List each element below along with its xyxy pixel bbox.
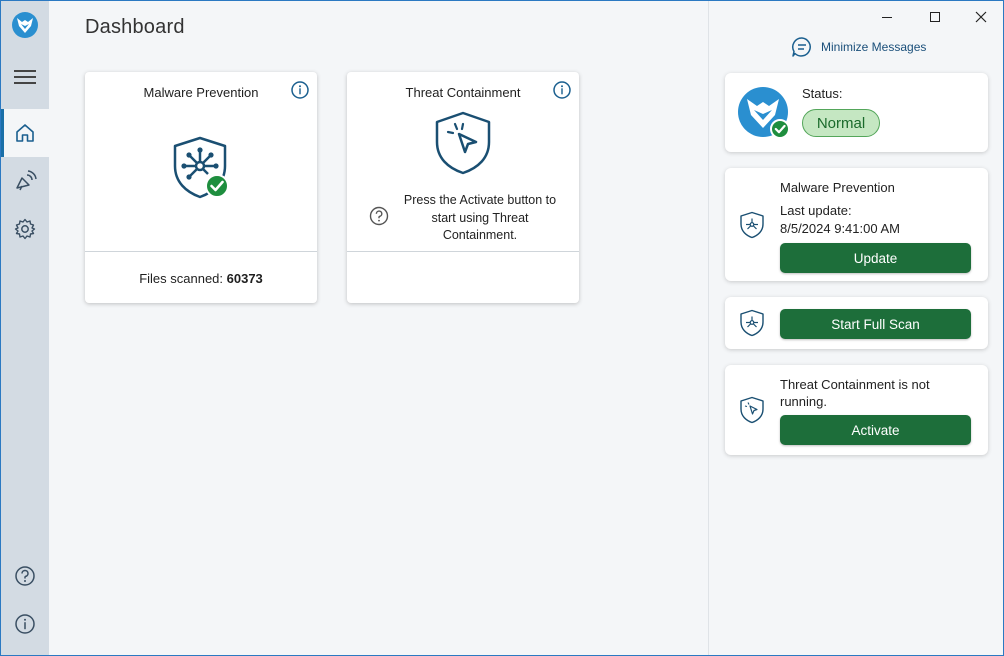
hamburger-icon — [14, 70, 36, 84]
maximize-window-button[interactable] — [915, 5, 955, 29]
start-full-scan-button[interactable]: Start Full Scan — [780, 309, 971, 339]
gear-icon — [14, 218, 36, 240]
malware-prevention-card: Malware Prevention — [85, 72, 317, 303]
minimize-icon — [882, 17, 892, 18]
threat-containment-status-card: Threat Containment is not running. Activ… — [725, 365, 988, 455]
shield-network-icon — [740, 211, 764, 239]
app-logo — [1, 1, 49, 49]
minimize-messages-label: Minimize Messages — [821, 40, 927, 54]
question-icon — [15, 566, 35, 586]
threat-containment-message: Press the Activate button to start using… — [403, 193, 557, 242]
maximize-icon — [930, 12, 940, 22]
status-badge: Normal — [802, 109, 880, 137]
shield-network-icon — [740, 309, 764, 337]
last-update-label: Last update: — [780, 203, 852, 218]
info-icon[interactable] — [553, 81, 571, 99]
sidebar-item-notifications[interactable] — [1, 157, 49, 205]
home-icon — [16, 124, 34, 142]
malware-title: Malware Prevention — [780, 180, 895, 195]
minimize-window-button[interactable] — [867, 5, 907, 29]
info-icon[interactable] — [291, 81, 309, 99]
files-scanned-value: 60373 — [226, 271, 263, 286]
fox-logo-icon — [12, 12, 38, 38]
shield-network-icon — [173, 136, 229, 199]
close-window-button[interactable] — [961, 5, 1001, 29]
sidebar — [1, 1, 49, 655]
messages-panel: Minimize Messages Status: Normal Malware… — [708, 1, 1003, 655]
malware-update-card: Malware Prevention Last update: 8/5/2024… — [725, 168, 988, 281]
threat-containment-card: Threat Containment Press the — [347, 72, 579, 303]
threat-containment-message: Threat Containment is not running. — [780, 377, 930, 409]
main-content: Dashboard Malware Prevention — [49, 1, 709, 655]
status-label: Status: — [802, 86, 843, 101]
broadcast-icon — [16, 170, 37, 191]
card-title: Threat Containment — [405, 85, 521, 100]
sidebar-item-settings[interactable] — [1, 205, 49, 253]
sidebar-item-home[interactable] — [1, 109, 49, 157]
divider — [347, 251, 579, 252]
help-button[interactable] — [1, 552, 49, 600]
chat-bubble-icon — [792, 37, 811, 57]
last-update-value: 8/5/2024 9:41:00 AM — [780, 221, 900, 236]
divider — [85, 251, 317, 252]
card-title: Malware Prevention — [143, 85, 259, 100]
full-scan-card: Start Full Scan — [725, 297, 988, 349]
files-scanned-label: Files scanned: — [139, 271, 227, 286]
shield-cursor-icon — [435, 111, 491, 175]
about-button[interactable] — [1, 600, 49, 648]
status-card: Status: Normal — [725, 73, 988, 152]
page-title: Dashboard — [85, 16, 185, 38]
update-button[interactable]: Update — [780, 243, 971, 273]
files-scanned: Files scanned: 60373 — [85, 271, 317, 286]
fox-avatar-icon — [738, 87, 790, 139]
info-icon — [15, 614, 35, 634]
activate-button[interactable]: Activate — [780, 415, 971, 445]
menu-button[interactable] — [1, 53, 49, 101]
shield-cursor-icon — [740, 396, 764, 424]
minimize-messages-button[interactable]: Minimize Messages — [791, 36, 926, 58]
help-icon[interactable] — [369, 206, 389, 226]
close-icon — [975, 11, 987, 23]
